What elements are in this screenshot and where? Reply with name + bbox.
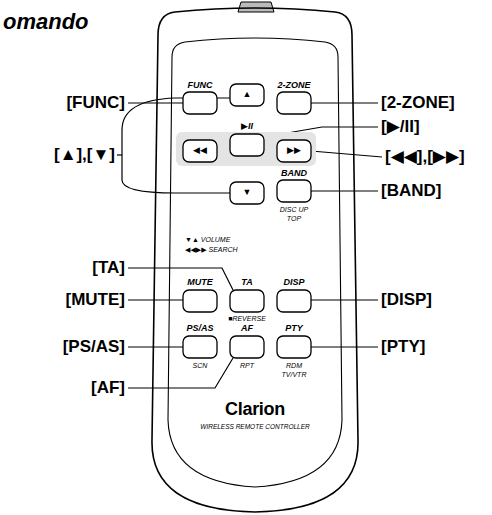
brand-text: WIRELESS REMOTE CONTROLLER [200, 423, 309, 430]
button-band [176, 132, 316, 166]
remote-body [152, 8, 358, 512]
callout-label: [TA] [92, 259, 125, 278]
callout-label: [BAND] [381, 182, 441, 201]
button-caption: AF [241, 324, 253, 334]
button-caption: SCN [193, 362, 208, 370]
button-symbol: ◀◀ [193, 146, 207, 156]
button-caption: ■REVERSE [228, 315, 266, 323]
callout-label: [DISP] [381, 291, 432, 310]
button-caption: PTY [285, 324, 303, 334]
callout-label: [FUNC] [66, 94, 125, 113]
panel-text: ◀◀▶▶ SEARCH [185, 246, 238, 254]
button-caption: RPT [240, 362, 254, 370]
button-caption: RDM [286, 362, 302, 370]
button-caption: TA [241, 278, 252, 288]
callout-label: [▶/II] [381, 118, 420, 137]
button-caption: PS/AS [186, 324, 213, 334]
button-caption: TOP [287, 215, 301, 223]
callout-label: [2-ZONE] [381, 94, 455, 113]
callout-label: [PS/AS] [63, 338, 125, 357]
page-title: omando [3, 10, 89, 34]
remote-panel [168, 38, 342, 487]
callout-label: [◀◀],[▶▶] [385, 148, 465, 167]
button-symbol: ▼ [243, 188, 252, 198]
callout-label: [MUTE] [66, 291, 125, 310]
emitter [238, 2, 274, 12]
callout-label: [▲],[▼] [54, 146, 115, 165]
button-caption: DISC UP [280, 206, 308, 214]
button-caption: DISP [283, 278, 304, 288]
button-caption: TV/VTR [282, 371, 307, 379]
callout-label: [AF] [91, 379, 125, 398]
brand-logo: Clarion [225, 400, 285, 420]
buttons [183, 84, 311, 358]
button-caption: MUTE [187, 278, 213, 288]
button-caption: ▶II [241, 122, 253, 132]
button-caption: FUNC [188, 81, 213, 91]
panel-text: ▼▲ VOLUME [185, 236, 230, 244]
callout-label: [PTY] [381, 338, 425, 357]
button-caption: BAND [281, 169, 307, 179]
button-symbol: ▲ [243, 90, 252, 100]
button-caption: 2-ZONE [277, 81, 310, 91]
button-symbol: ▶▶ [287, 146, 301, 156]
